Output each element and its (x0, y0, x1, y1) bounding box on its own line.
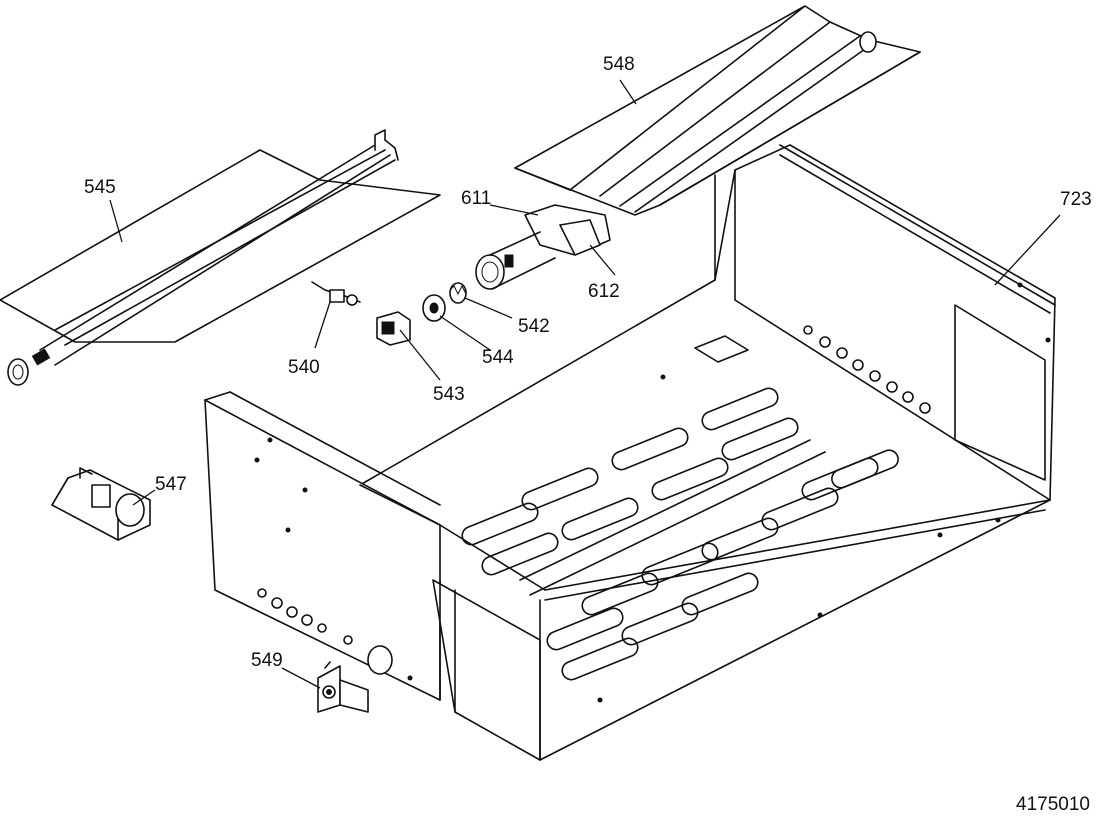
leader-lines (109, 79, 1061, 689)
callout-723: 723 (1060, 189, 1092, 210)
callout-611: 611 (461, 188, 491, 209)
part-549-bracket (317, 661, 369, 713)
part-544-orifice (422, 294, 446, 322)
callout-612: 612 (588, 281, 620, 302)
part-545-burner-shield (0, 129, 441, 386)
part-548-burner-shield (514, 5, 921, 216)
callout-548: 548 (603, 54, 635, 75)
part-723-floor-slots (461, 387, 899, 681)
callout-542: 542 (518, 316, 550, 337)
callout-544: 544 (482, 347, 514, 368)
part-543-valve-body (376, 311, 411, 346)
callout-547: 547 (155, 474, 187, 495)
callout-543: 543 (433, 384, 465, 405)
part-723-firebox (204, 144, 1056, 761)
firebox-holes (254, 282, 1051, 703)
part-611-612-venturi-assembly (475, 204, 611, 290)
callout-549: 549 (251, 650, 283, 671)
callout-545: 545 (84, 177, 116, 198)
part-542-spring (449, 282, 467, 304)
callout-540: 540 (288, 357, 320, 378)
drawing-number: 4175010 (1016, 794, 1090, 815)
callouts: 548 545 611 723 612 542 544 540 543 547 … (84, 54, 1092, 671)
part-540-fitting (311, 281, 361, 306)
